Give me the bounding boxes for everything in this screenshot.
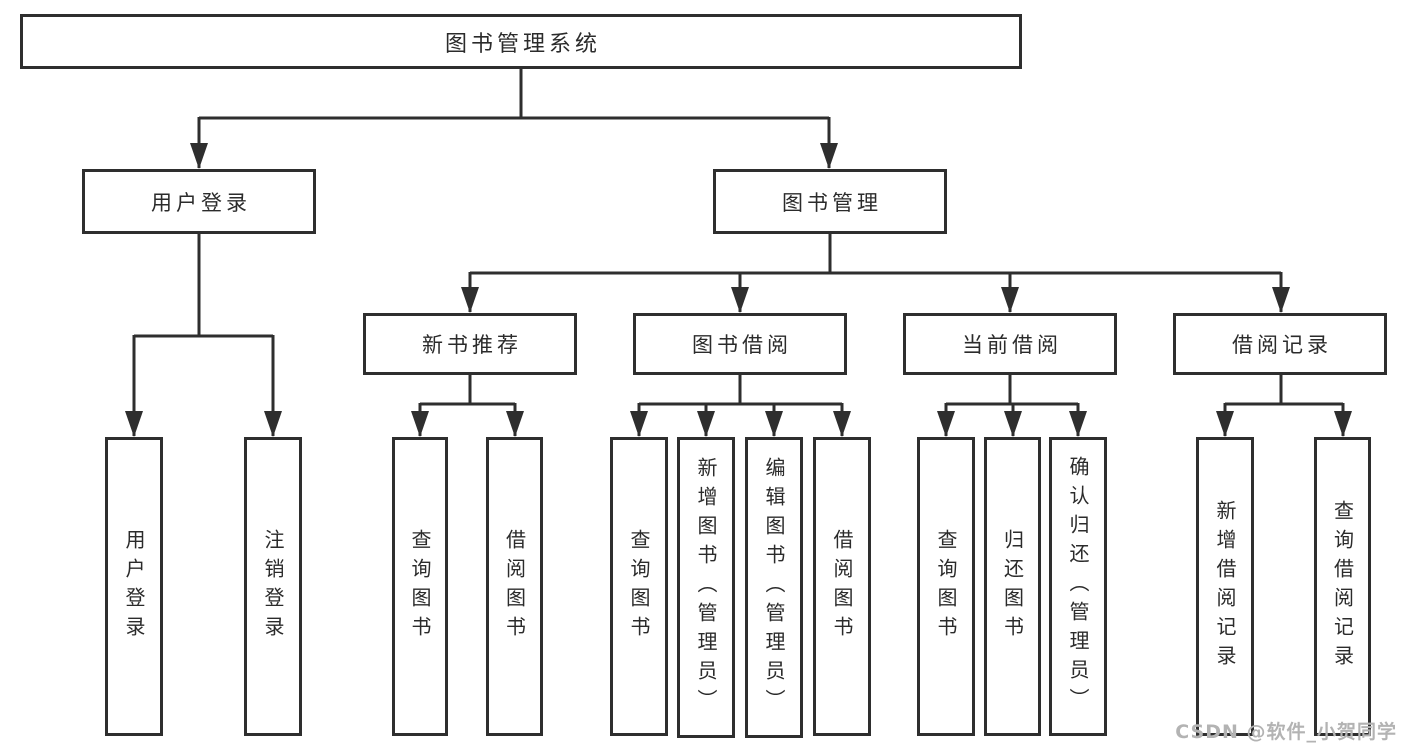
leaf-label: 查询图书 — [408, 528, 432, 645]
leaf-label: 借阅图书 — [830, 528, 854, 645]
leaf-borrow-books: 借阅图书 — [813, 437, 871, 736]
node-user-login: 用户登录 — [82, 169, 316, 234]
node-current-borrowing: 当前借阅 — [903, 313, 1117, 375]
node-label: 借阅记录 — [1232, 333, 1332, 357]
leaf-add-book-admin: 新增图书（管理员） — [677, 437, 735, 738]
leaf-logout: 注销登录 — [244, 437, 302, 736]
leaf-label: 用户登录 — [122, 528, 146, 645]
leaf-edit-book-admin: 编辑图书（管理员） — [745, 437, 803, 738]
node-label: 图书管理 — [782, 190, 882, 215]
leaf-borrow-books: 借阅图书 — [486, 437, 543, 736]
leaf-label: 归还图书 — [1000, 528, 1025, 645]
leaf-user-login: 用户登录 — [105, 437, 163, 736]
leaf-label: 查询图书 — [934, 528, 958, 645]
node-book-management: 图书管理 — [713, 169, 947, 234]
leaf-label: 新增借阅记录 — [1213, 499, 1237, 674]
leaf-confirm-return-admin: 确认归还（管理员） — [1049, 437, 1107, 736]
node-borrow-records: 借阅记录 — [1173, 313, 1387, 375]
leaf-add-borrow-record: 新增借阅记录 — [1196, 437, 1254, 736]
node-library-management-system: 图书管理系统 — [20, 14, 1022, 69]
leaf-return-book: 归还图书 — [984, 437, 1041, 736]
leaf-query-books: 查询图书 — [392, 437, 448, 736]
node-book-borrowing: 图书借阅 — [633, 313, 847, 375]
leaf-label: 借阅图书 — [502, 528, 527, 645]
node-label: 图书借阅 — [692, 333, 792, 357]
leaf-label: 注销登录 — [261, 528, 285, 645]
node-label: 用户登录 — [151, 190, 251, 215]
node-label: 当前借阅 — [962, 333, 1062, 357]
csdn-watermark: CSDN @软件_小贺同学 — [1175, 721, 1397, 743]
leaf-query-borrow-record: 查询借阅记录 — [1314, 437, 1371, 736]
leaf-query-books: 查询图书 — [917, 437, 975, 736]
leaf-label: 编辑图书（管理员） — [762, 457, 786, 718]
leaf-label: 查询图书 — [627, 528, 651, 645]
leaf-label: 确认归还（管理员） — [1066, 456, 1090, 717]
leaf-label: 查询借阅记录 — [1330, 499, 1355, 674]
leaf-label: 新增图书（管理员） — [694, 457, 718, 718]
node-label: 图书管理系统 — [444, 31, 601, 57]
node-new-book-recommend: 新书推荐 — [363, 313, 577, 375]
leaf-query-books: 查询图书 — [610, 437, 668, 736]
node-label: 新书推荐 — [422, 333, 522, 357]
